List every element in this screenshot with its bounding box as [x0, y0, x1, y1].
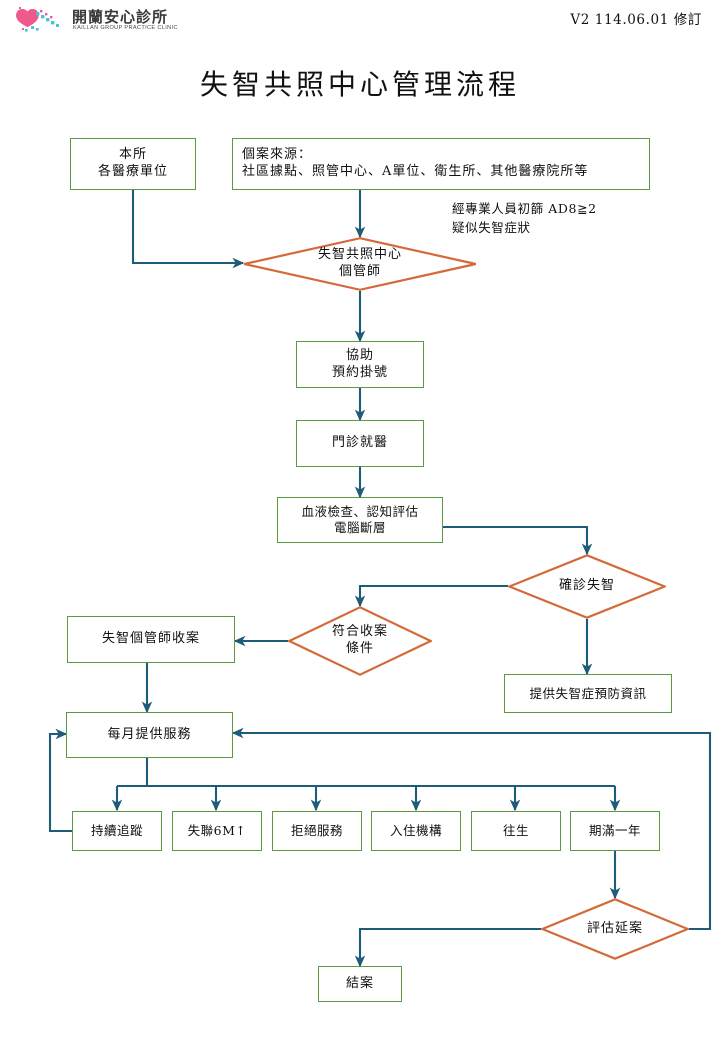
node-origin-unit[interactable]: 本所 各醫療單位: [70, 138, 196, 190]
clinic-logo: 開蘭安心診所 KAILLAN GROUP PRACTICE CLINIC: [14, 4, 184, 38]
node-monthly-service[interactable]: 每月提供服務: [66, 712, 233, 758]
logo-chinese-name: 開蘭安心診所: [72, 8, 169, 26]
logo-english-name: KAILLAN GROUP PRACTICE CLINIC: [73, 25, 178, 31]
node-case-manager-label: 失智共照中心 個管師: [317, 247, 402, 279]
heart-logo-icon: [16, 7, 59, 32]
node-enroll[interactable]: 失智個管師收案: [67, 616, 235, 663]
diamond-shape-icon: [541, 898, 689, 960]
diamond-shape-icon: [508, 554, 666, 619]
outcome-box-2[interactable]: 拒絕服務: [272, 811, 362, 851]
version-label: V2 114.06.01 修訂: [570, 12, 702, 28]
node-assist-booking[interactable]: 協助 預約掛號: [296, 341, 424, 388]
outcome-box-0[interactable]: 持續追蹤: [72, 811, 162, 851]
diamond-shape-icon: [288, 606, 432, 676]
outcome-box-1[interactable]: 失聯6M↑: [172, 811, 262, 851]
node-clinic-visit[interactable]: 門診就醫: [296, 420, 424, 467]
node-exams[interactable]: 血液檢查、認知評估 電腦斷層: [277, 497, 443, 543]
outcome-box-3[interactable]: 入住機構: [371, 811, 461, 851]
outcome-box-5[interactable]: 期滿一年: [570, 811, 660, 851]
node-review-extend[interactable]: 評估延案: [541, 898, 689, 960]
node-prevention-info[interactable]: 提供失智症預防資訊: [504, 674, 672, 713]
node-criteria[interactable]: 符合收案 條件: [288, 606, 432, 676]
node-review-extend-label: 評估延案: [586, 920, 643, 936]
node-diagnosis-label: 確診失智: [558, 578, 615, 594]
annotation-screening: 經專業人員初篩 AD8≧2 疑似失智症狀: [452, 201, 597, 235]
node-close-case[interactable]: 結案: [318, 966, 402, 1002]
node-case-manager[interactable]: 失智共照中心 個管師: [243, 237, 477, 291]
node-case-source[interactable]: 個案來源： 社區據點、照管中心、A單位、衛生所、其他醫療院所等: [232, 138, 650, 190]
page-title: 失智共照中心管理流程: [199, 68, 520, 101]
node-diagnosis[interactable]: 確診失智: [508, 554, 666, 619]
outcome-box-4[interactable]: 往生: [471, 811, 561, 851]
node-criteria-label: 符合收案 條件: [331, 624, 388, 656]
diamond-shape-icon: [243, 237, 477, 291]
